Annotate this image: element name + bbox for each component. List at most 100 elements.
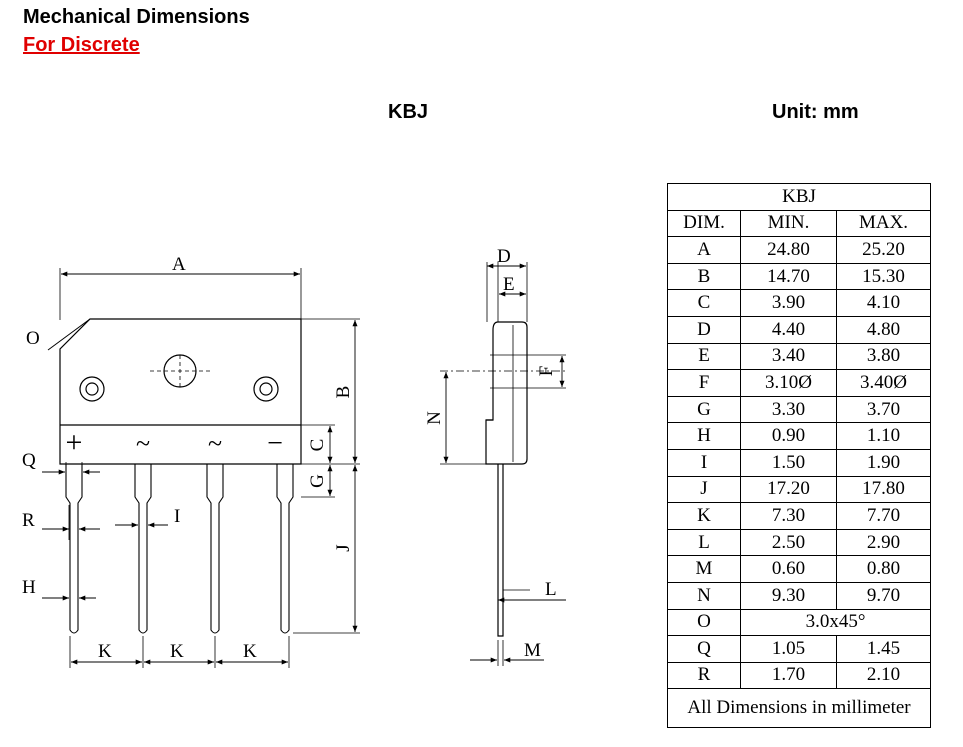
min-cell: 3.30 <box>740 395 837 424</box>
max-cell: 2.90 <box>836 528 931 557</box>
dim-cell: N <box>667 581 741 610</box>
max-cell: 4.10 <box>836 289 931 317</box>
header-max: MAX. <box>836 209 931 238</box>
dim-cell: B <box>667 262 741 291</box>
dim-cell: G <box>667 395 741 424</box>
max-cell: 1.10 <box>836 422 931 450</box>
pin-3 <box>206 464 224 634</box>
label-f: F <box>536 366 557 377</box>
mechanical-drawing: + ~ ~ − A O B C G Q R I H J K K K <box>22 246 566 668</box>
label-n: N <box>424 411 445 425</box>
section-subtitle-link[interactable]: For Discrete <box>23 34 140 56</box>
min-cell: 1.70 <box>740 661 837 690</box>
label-j: J <box>333 544 354 551</box>
min-cell: 3.40 <box>740 342 837 371</box>
pin-2 <box>134 464 152 634</box>
dim-cell: H <box>667 422 741 450</box>
table-title: KBJ <box>667 183 931 211</box>
min-cell: 4.40 <box>740 315 837 344</box>
min-cell: 14.70 <box>740 262 837 291</box>
dim-cell: L <box>667 528 741 557</box>
label-q: Q <box>22 450 36 471</box>
dim-cell: O <box>667 608 741 637</box>
min-cell: 1.05 <box>740 635 837 663</box>
max-cell: 17.80 <box>836 475 931 504</box>
section-title: Mechanical Dimensions <box>23 6 250 28</box>
side-view <box>440 262 566 666</box>
label-m: M <box>524 640 541 661</box>
max-cell: 1.45 <box>836 635 931 663</box>
min-cell: 9.30 <box>740 581 837 610</box>
min-cell: 3.90 <box>740 289 837 317</box>
min-cell: 0.60 <box>740 555 837 583</box>
label-d: D <box>497 246 511 267</box>
label-k-2: K <box>170 641 184 662</box>
header-dim: DIM. <box>667 209 741 238</box>
label-k-1: K <box>98 641 112 662</box>
min-cell: 7.30 <box>740 502 837 530</box>
label-r: R <box>22 510 35 531</box>
table-header-row: DIM. MIN. MAX. <box>667 209 931 238</box>
chamfer-leader <box>47 318 91 351</box>
package-name-heading: KBJ <box>388 101 429 123</box>
min-cell: 17.20 <box>740 475 837 504</box>
label-l: L <box>545 579 557 600</box>
right-ring-outer <box>253 376 279 402</box>
label-e: E <box>503 274 515 295</box>
dim-cell: A <box>667 236 741 264</box>
dim-cell: F <box>667 369 741 397</box>
max-cell: 2.10 <box>836 661 931 690</box>
label-o: O <box>26 328 40 349</box>
label-i: I <box>174 506 180 527</box>
value-cell-merged: 3.0x45° <box>740 608 931 637</box>
max-cell: 3.80 <box>836 342 931 371</box>
label-c: C <box>307 439 328 452</box>
label-b: B <box>333 386 354 399</box>
label-g: G <box>307 474 328 488</box>
pin-1 <box>65 464 83 634</box>
package-body <box>59 318 302 465</box>
max-cell: 15.30 <box>836 262 931 291</box>
side-body <box>485 321 528 465</box>
pin-symbol-minus: − <box>267 428 283 459</box>
table-title-row: KBJ <box>667 183 931 211</box>
label-a: A <box>172 254 186 275</box>
dim-cell: D <box>667 315 741 344</box>
dim-cell: M <box>667 555 741 583</box>
unit-label: Unit: mm <box>772 101 859 123</box>
dim-cell: R <box>667 661 741 690</box>
front-view <box>42 268 360 668</box>
right-ring-inner <box>259 382 273 396</box>
min-cell: 24.80 <box>740 236 837 264</box>
pin-symbol-plus: + <box>66 426 83 459</box>
pins <box>65 464 294 634</box>
max-cell: 25.20 <box>836 236 931 264</box>
max-cell: 9.70 <box>836 581 931 610</box>
max-cell: 7.70 <box>836 502 931 530</box>
max-cell: 0.80 <box>836 555 931 583</box>
left-ring-inner <box>85 382 99 396</box>
dim-cell: E <box>667 342 741 371</box>
pin-symbol-ac-1: ~ <box>136 429 150 458</box>
min-cell: 2.50 <box>740 528 837 557</box>
max-cell: 3.70 <box>836 395 931 424</box>
dim-cell: Q <box>667 635 741 663</box>
header-min: MIN. <box>740 209 837 238</box>
table-footer: All Dimensions in millimeter <box>667 688 931 729</box>
